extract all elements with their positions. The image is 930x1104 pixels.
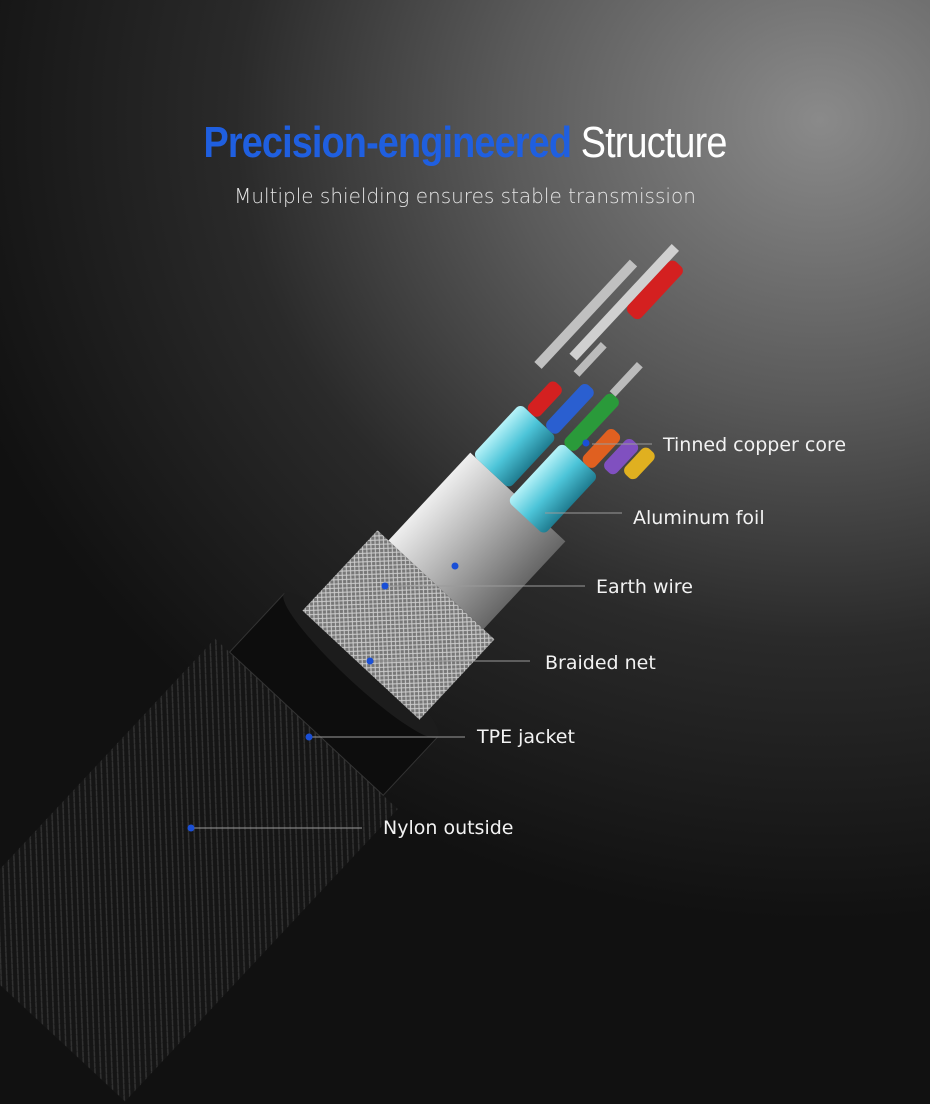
callout-lines bbox=[194, 443, 652, 829]
label-tpe-jacket: TPE jacket bbox=[477, 726, 575, 748]
braided-net bbox=[302, 530, 495, 720]
label-tinned-copper-core: Tinned copper core bbox=[663, 434, 847, 456]
aluminum-foil bbox=[388, 452, 566, 630]
callout-dots bbox=[187, 439, 590, 832]
title-highlight: Precision-engineered bbox=[203, 118, 572, 167]
label-aluminum-foil: Aluminum foil bbox=[633, 507, 765, 529]
label-nylon-outside: Nylon outside bbox=[383, 817, 514, 839]
subtitle: Multiple shielding ensures stable transm… bbox=[234, 184, 696, 208]
page-title: Precision-engineered Structure bbox=[65, 118, 865, 168]
nylon-outside bbox=[0, 638, 398, 1102]
label-braided-net: Braided net bbox=[545, 652, 656, 674]
title-rest: Structure bbox=[580, 118, 728, 167]
label-earth-wire: Earth wire bbox=[596, 576, 693, 598]
